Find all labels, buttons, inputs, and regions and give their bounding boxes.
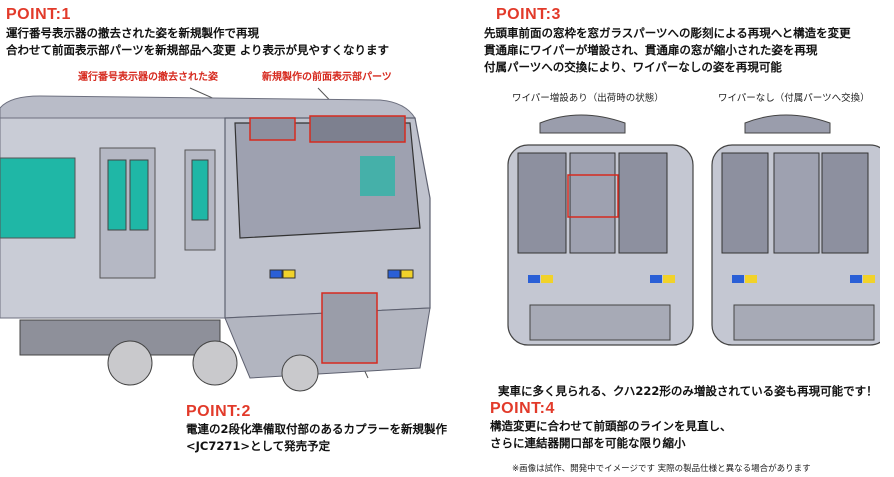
point2-line-1: 電連の2段化準備取付部のあるカプラーを新規製作 [186,422,447,436]
train-side-view-illustration [0,87,431,392]
point2-heading: POINT:2 [186,403,251,420]
point1-line-1: 運行番号表示器の撤去された姿を新規製作で再現 [6,26,259,40]
point1-heading: POINT:1 [6,6,71,23]
point4-heading: POINT:4 [490,400,555,417]
point3-line-1: 先頭車前面の窓枠を窓ガラスパーツへの彫刻による再現へと構造を変更 [484,26,851,40]
disclaimer-text: ※画像は試作、開発中でイメージです 実際の製品仕様と異なる場合があります [512,464,811,474]
front-view-comparison-illustration [507,114,880,346]
caption-with-wiper: ワイパー増設あり（出荷時の状態） [512,93,664,104]
point3-line-2: 貫通扉にワイパーが増設され、貫通扉の窓が縮小された姿を再現 [484,43,818,57]
label-new-display-parts: 新規製作の前面表示部パーツ [262,72,392,83]
highlight-text: 実車に多く見られる、クハ222形のみ増設されている姿も再現可能です！ [498,384,878,398]
point1-line-2: 合わせて前面表示部パーツを新規部品へ変更 より表示が見やすくなります [6,43,390,57]
label-removed-indicator: 運行番号表示器の撤去された姿 [78,72,218,83]
point2-line-2: <JC7271>として発売予定 [186,439,331,453]
point4-line-1: 構造変更に合わせて前頭部のラインを見直し、 [490,419,732,433]
point3-line-3: 付属パーツへの交換により、ワイパーなしの姿を再現可能 [484,60,782,74]
caption-without-wiper: ワイパーなし（付属パーツへ交換） [718,93,870,104]
point4-line-2: さらに連結器開口部を可能な限り縮小 [490,436,686,450]
point3-heading: POINT:3 [496,6,561,23]
